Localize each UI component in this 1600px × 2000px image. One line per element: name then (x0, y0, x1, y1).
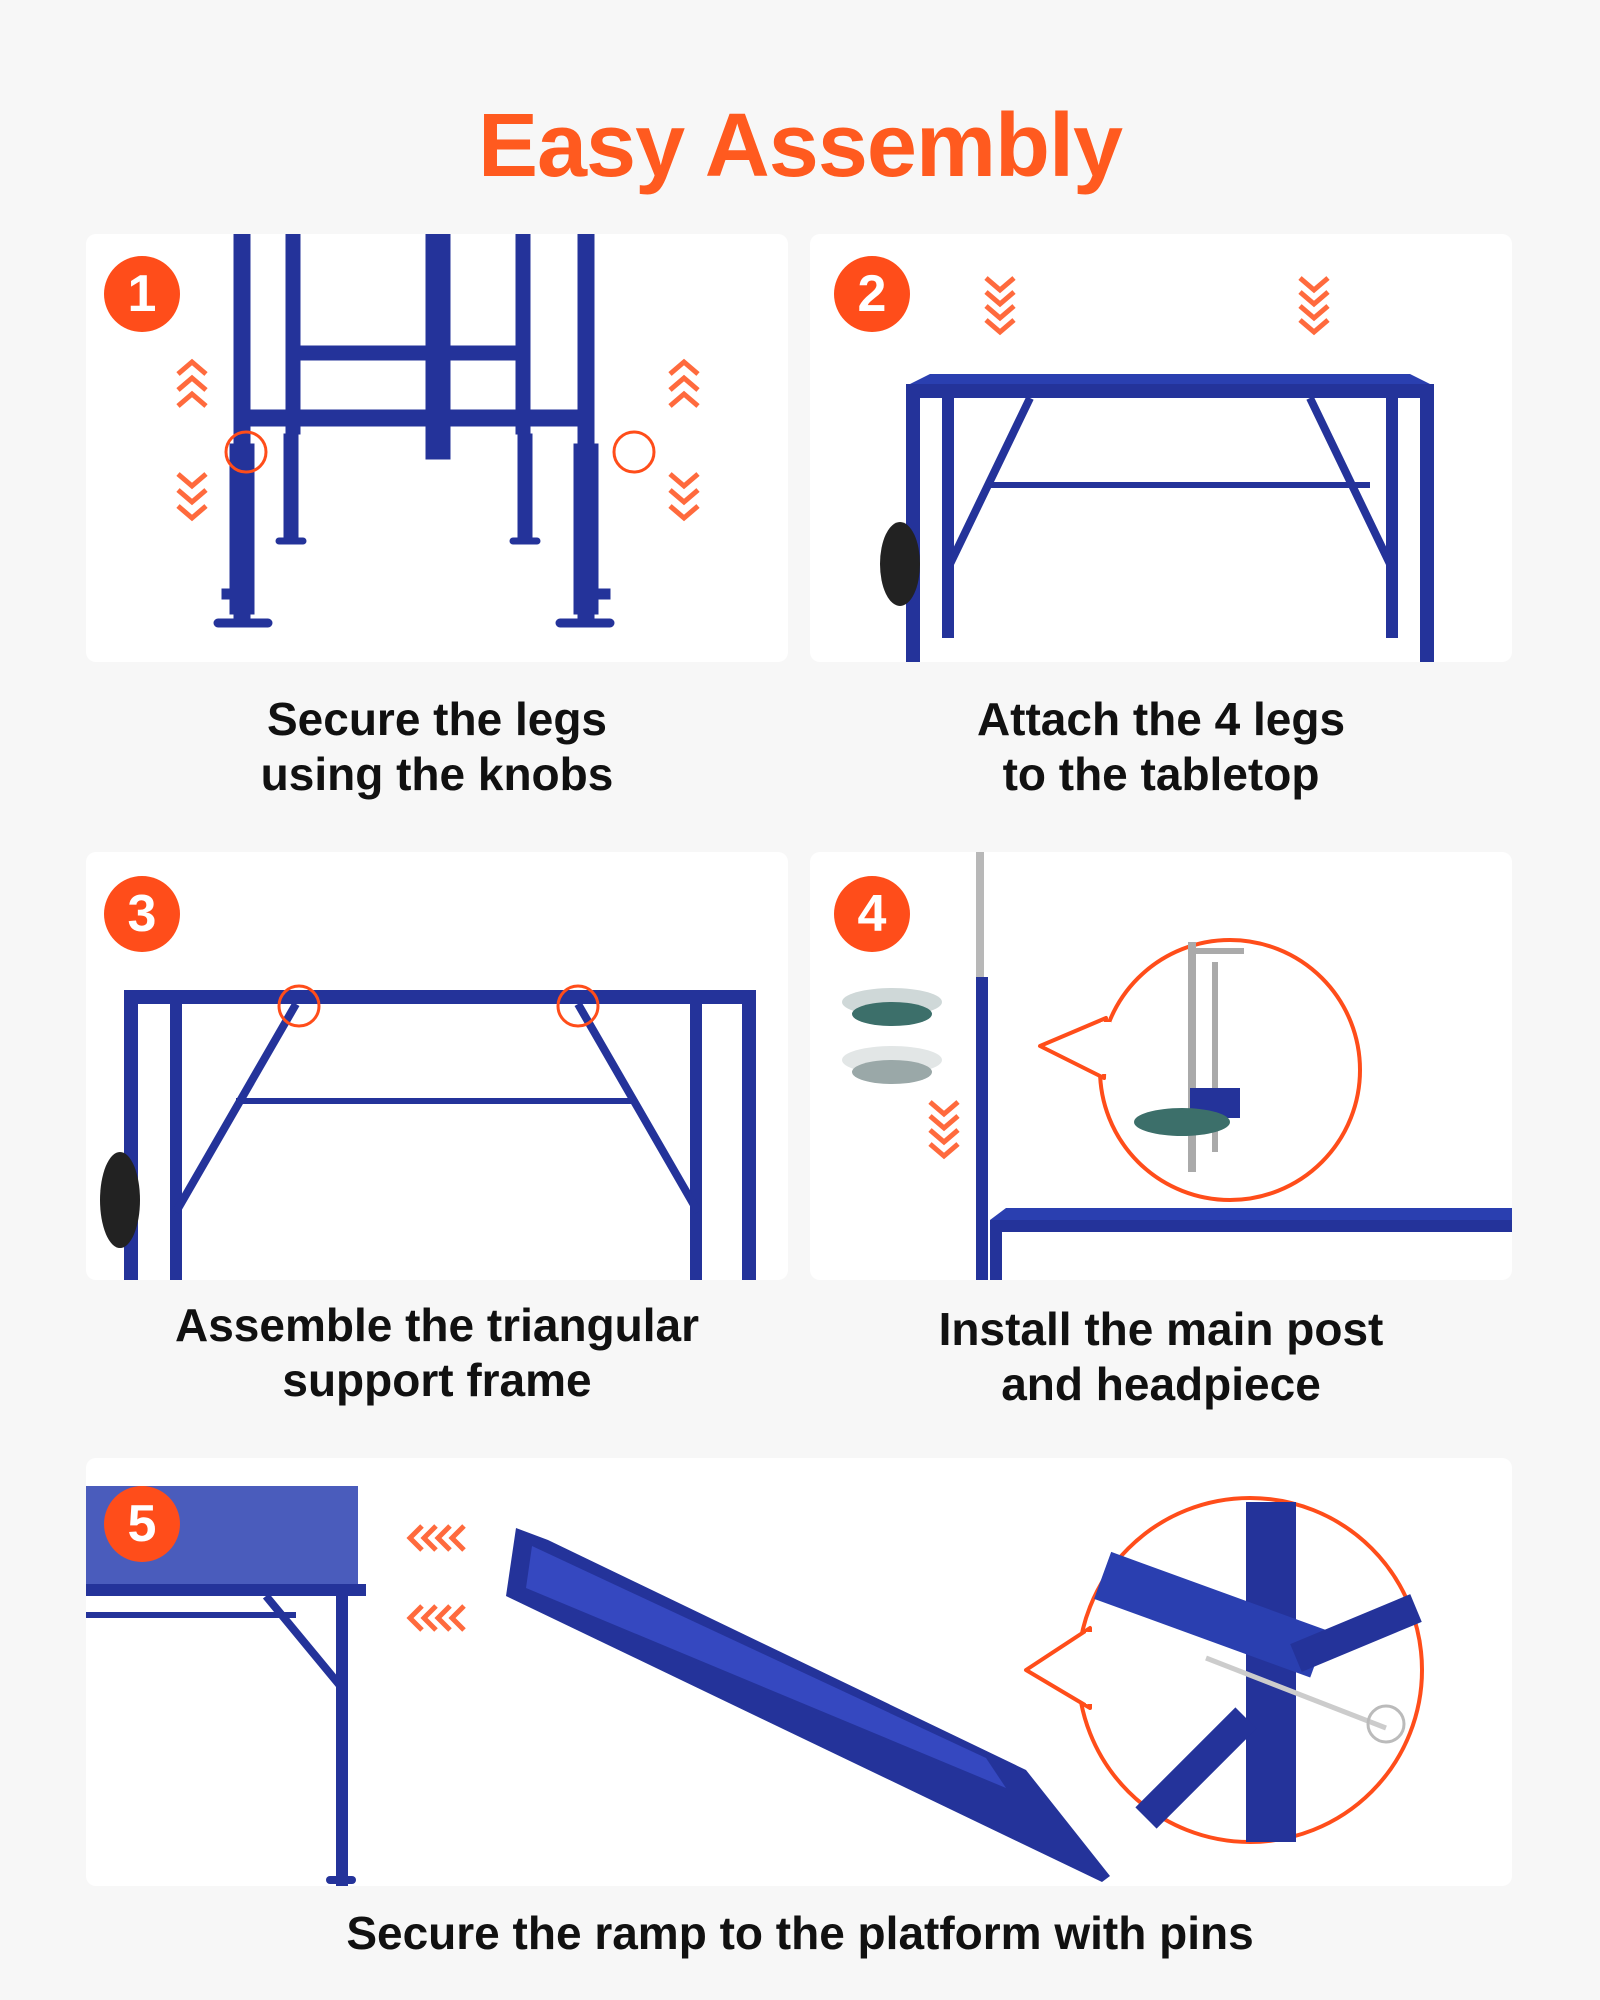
step-4-badge: 4 (834, 876, 910, 952)
ramp-illustration (86, 1486, 1424, 1886)
caption-line: Secure the ramp to the platform with pin… (346, 1907, 1254, 1959)
page-title: Easy Assembly (477, 96, 1123, 196)
leg-frame-illustration (176, 234, 700, 628)
caption-line: to the tabletop (1002, 748, 1320, 800)
step-4-caption: Install the main post and headpiece (810, 1302, 1512, 1412)
caption-line: Assemble the triangular (174, 1299, 700, 1351)
step-1-panel: 1 (86, 234, 788, 662)
step-3-badge: 3 (104, 876, 180, 952)
step-5-caption: Secure the ramp to the platform with pin… (0, 1906, 1600, 1961)
step-2-badge: 2 (834, 256, 910, 332)
step-3-caption: Assemble the triangular support frame (86, 1298, 788, 1408)
step-3-panel: 3 (86, 852, 788, 1280)
caption-line: support frame (282, 1354, 592, 1406)
support-frame-illustration (100, 984, 756, 1280)
step-1-badge: 1 (104, 256, 180, 332)
step-4-panel: 4 (810, 852, 1512, 1280)
caption-line: Attach the 4 legs (976, 693, 1346, 745)
step-5-panel: 5 (86, 1458, 1512, 1886)
caption-line: Secure the legs (266, 693, 608, 745)
caption-line: Install the main post (938, 1303, 1384, 1355)
step-2-caption: Attach the 4 legs to the tabletop (810, 692, 1512, 802)
step-1-caption: Secure the legs using the knobs (86, 692, 788, 802)
caption-line: using the knobs (260, 748, 614, 800)
step-5-badge: 5 (104, 1486, 180, 1562)
caption-line: and headpiece (1001, 1358, 1321, 1410)
step-2-panel: 2 (810, 234, 1512, 662)
post-headpiece-illustration (842, 852, 1512, 1280)
tabletop-illustration (880, 276, 1434, 662)
